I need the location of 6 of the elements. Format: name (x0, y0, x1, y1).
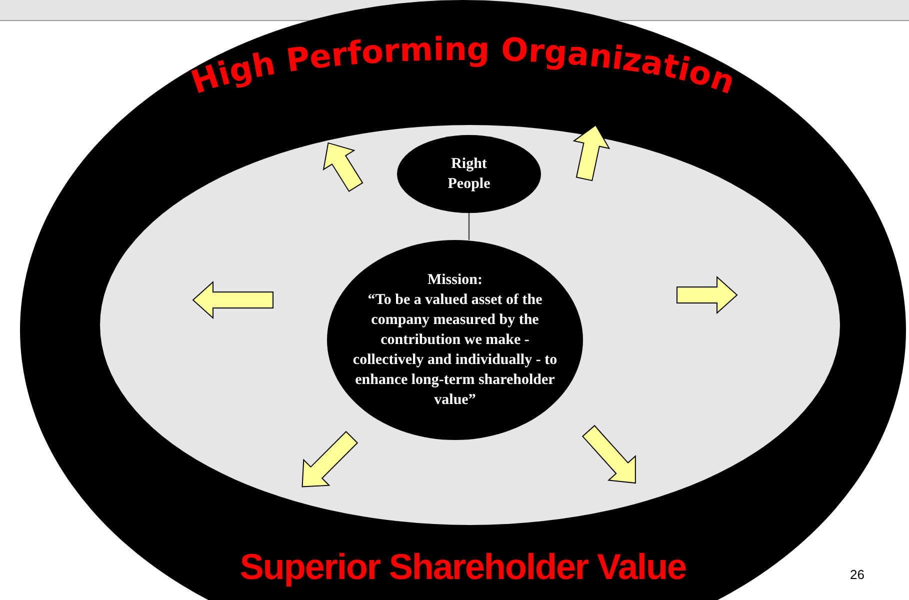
page-number: 26 (850, 567, 864, 582)
bottom-title: Superior Shareholder Value (240, 546, 686, 587)
mission-statement: “To be a valued asset of the company measured by the contribution we make - collectively and individually - to enhance long-term shareholder value” (352, 291, 558, 410)
mission-heading: Mission: (427, 271, 482, 290)
node-label: Right People (446, 155, 492, 194)
connector-line (468, 213, 470, 240)
